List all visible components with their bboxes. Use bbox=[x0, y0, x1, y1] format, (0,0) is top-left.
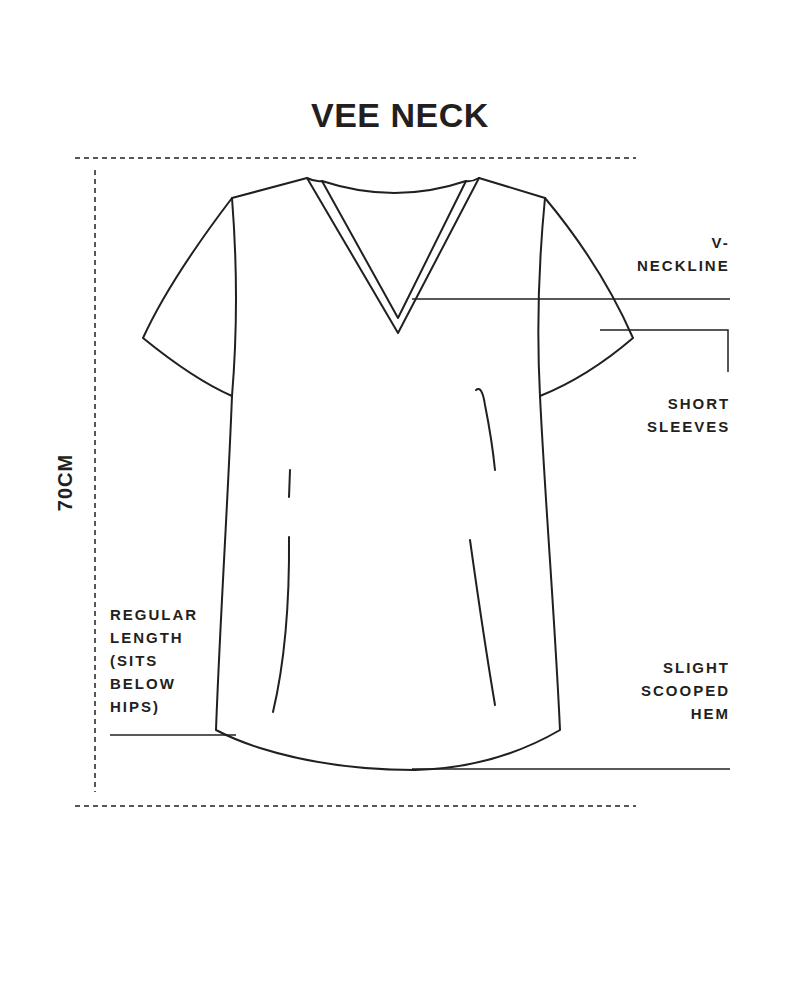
diagram-title: VEE NECK bbox=[311, 96, 489, 135]
fold-mark bbox=[273, 537, 289, 712]
callout-label: REGULAR LENGTH (SITS BELOW HIPS) bbox=[110, 603, 198, 718]
fold-mark bbox=[476, 389, 495, 470]
leader-line bbox=[412, 768, 730, 770]
callout-label: SHORT SLEEVES bbox=[647, 392, 730, 438]
dashed-height-line bbox=[94, 170, 96, 792]
leader-lines bbox=[110, 299, 730, 769]
neckband-inner bbox=[322, 181, 466, 318]
dashed-top-line bbox=[75, 157, 636, 159]
dimension-label: 70CM bbox=[54, 454, 77, 511]
fold-mark bbox=[470, 540, 495, 705]
left-sleeve-seam bbox=[232, 198, 236, 396]
dimension-lines bbox=[75, 158, 636, 806]
neck-back bbox=[307, 178, 479, 193]
leader-line bbox=[600, 330, 728, 372]
tshirt-outline bbox=[143, 178, 633, 770]
shirt-body bbox=[143, 178, 633, 770]
callout-label: V- NECKLINE bbox=[637, 231, 730, 277]
right-sleeve-seam bbox=[538, 198, 545, 396]
dashed-bottom-line bbox=[75, 805, 636, 807]
fold-mark bbox=[289, 470, 290, 497]
leader-line bbox=[412, 298, 730, 300]
neckband-outer bbox=[307, 178, 479, 333]
leader-line bbox=[110, 734, 236, 736]
callout-label: SLIGHT SCOOPED HEM bbox=[641, 656, 730, 725]
